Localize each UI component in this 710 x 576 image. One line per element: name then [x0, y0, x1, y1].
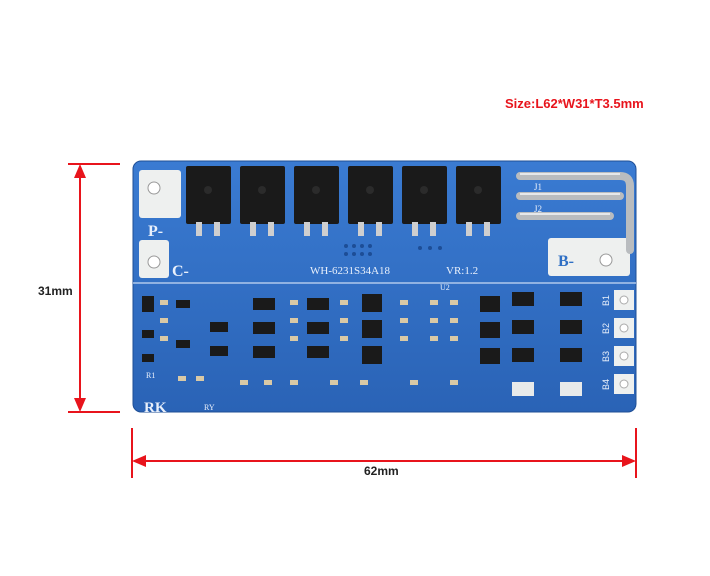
- mosfet: [348, 166, 393, 236]
- balance-resistors: [512, 292, 582, 396]
- cell-label-b1: B1: [601, 295, 611, 306]
- cell-label-b2: B2: [601, 323, 611, 334]
- jumper-label: J2: [534, 204, 542, 214]
- p-minus-pad: [139, 170, 181, 218]
- mosfet: [456, 166, 501, 236]
- p-minus-text: P-: [148, 223, 163, 240]
- cell-label-b3: B3: [601, 351, 611, 362]
- r-label: RY: [204, 403, 215, 412]
- board-model-text: WH-6231S34A18: [310, 265, 391, 277]
- height-dimension-line: [68, 163, 120, 413]
- jumper-wires: [516, 172, 634, 254]
- protection-ics: [142, 294, 500, 364]
- board-version-text: VR:1.2: [446, 265, 478, 277]
- size-spec-label: Size:L62*W31*T3.5mm: [505, 96, 644, 111]
- u-label: U2: [440, 283, 450, 292]
- mosfet-row: [186, 166, 501, 236]
- mosfet: [402, 166, 447, 236]
- r-label: R1: [146, 371, 155, 380]
- mosfet: [294, 166, 339, 236]
- bms-board: P- C- B- WH-6231S34A18 VR:1.2 RK J1 J2 U…: [132, 160, 637, 416]
- width-dimension-label: 62mm: [364, 464, 399, 478]
- cell-label-b4: B4: [601, 379, 611, 390]
- b-minus-text: B-: [558, 253, 574, 270]
- mosfet: [186, 166, 231, 236]
- b-minus-pad: [548, 238, 630, 276]
- mosfet: [240, 166, 285, 236]
- rk-logo: RK: [144, 400, 167, 416]
- cell-pads: [614, 290, 634, 394]
- height-dimension-label: 31mm: [38, 284, 73, 298]
- c-minus-text: C-: [172, 263, 189, 280]
- width-dimension-line: [131, 428, 637, 478]
- jumper-label: J1: [534, 182, 542, 192]
